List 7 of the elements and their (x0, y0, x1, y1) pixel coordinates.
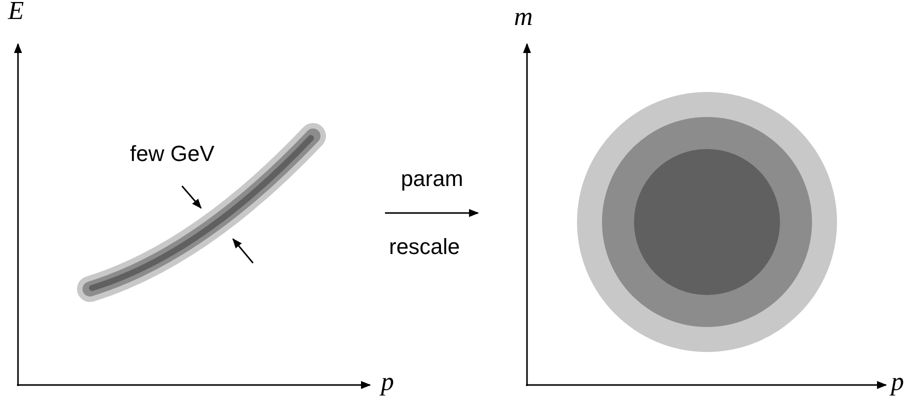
axis-label: p (891, 369, 904, 395)
arrow (385, 209, 479, 217)
axis-label: E (8, 0, 24, 24)
annotation-text: rescale (389, 236, 460, 258)
axis-label: m (514, 4, 533, 30)
axis-label: p (381, 369, 394, 395)
annotation-text: few GeV (130, 143, 214, 165)
